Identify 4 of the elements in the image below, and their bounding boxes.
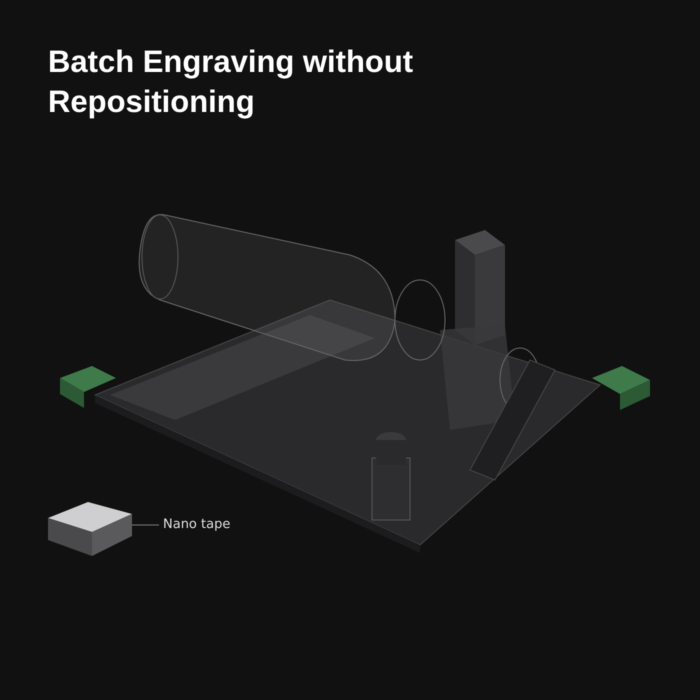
tape-block-drawing bbox=[48, 500, 132, 556]
title: Batch Engraving without Repositioning bbox=[48, 43, 414, 121]
callout-label: Nano tape bbox=[163, 515, 253, 535]
leader-line bbox=[132, 524, 160, 526]
